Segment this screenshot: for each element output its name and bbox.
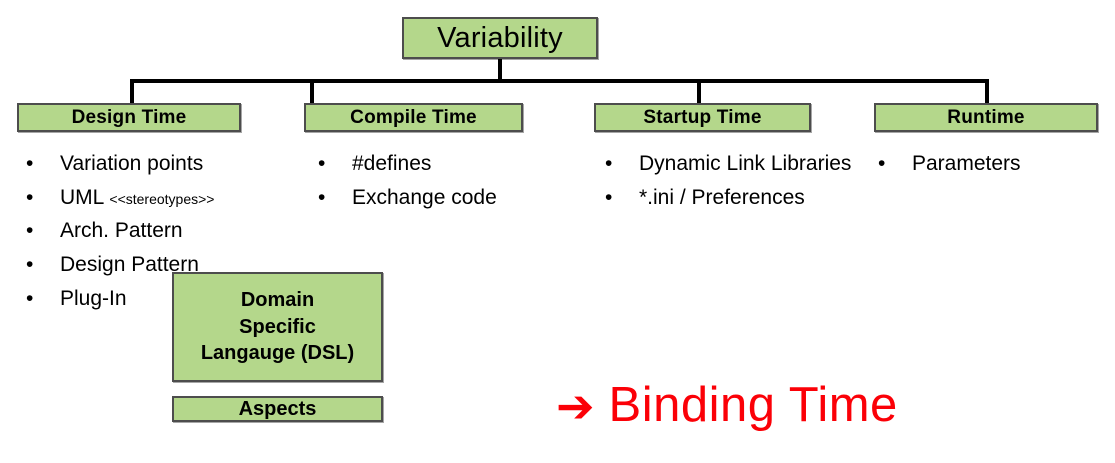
bullet-list-startup-time: • Dynamic Link Libraries • *.ini / Prefe… — [605, 150, 855, 217]
bullet-dot-icon: • — [26, 152, 34, 175]
list-item-label: Dynamic Link Libraries — [639, 152, 852, 175]
connector-root-stem — [498, 59, 502, 81]
node-variability: Variability — [402, 17, 598, 59]
list-item: • Parameters — [878, 150, 1098, 178]
bullet-list-design-time: • Variation points • UML <<stereotypes>>… — [26, 150, 296, 319]
node-aspects: Aspects — [172, 396, 383, 422]
bullet-dot-icon: • — [26, 286, 34, 310]
bullet-dot-icon: • — [26, 219, 34, 243]
node-compile-time: Compile Time — [304, 103, 523, 132]
list-item: • Dynamic Link Libraries — [605, 150, 855, 178]
node-runtime: Runtime — [874, 103, 1098, 132]
binding-time-callout: ➔ Binding Time — [556, 381, 898, 430]
bullet-dot-icon: • — [26, 253, 34, 277]
list-item-label: UML — [60, 185, 110, 209]
connector-drop-design-time — [130, 79, 134, 105]
node-design-time-label: Design Time — [71, 106, 187, 128]
list-item: • Design Pattern — [26, 251, 296, 279]
list-item-label: Arch. Pattern — [60, 219, 183, 243]
list-item: • #defines — [318, 150, 558, 178]
bullet-dot-icon: • — [605, 185, 613, 209]
node-runtime-label: Runtime — [947, 106, 1025, 128]
node-dsl-line-2: Specific — [239, 315, 316, 338]
node-compile-time-label: Compile Time — [350, 106, 477, 128]
list-item-annotation: <<stereotypes>> — [109, 190, 215, 207]
list-item: • UML <<stereotypes>> — [26, 184, 296, 212]
node-design-time: Design Time — [17, 103, 241, 132]
list-item-label: *.ini / Preferences — [639, 185, 805, 209]
right-arrow-icon: ➔ — [556, 379, 595, 432]
list-item-label: #defines — [352, 152, 432, 175]
connector-drop-runtime — [985, 79, 989, 105]
bullet-dot-icon: • — [878, 152, 886, 175]
list-item: • Plug-In — [26, 285, 296, 313]
list-item: • Variation points — [26, 150, 296, 178]
list-item: • Exchange code — [318, 184, 558, 212]
node-aspects-label: Aspects — [238, 397, 317, 420]
list-item-label: Parameters — [912, 152, 1021, 175]
node-dsl-line-1: Domain — [240, 289, 315, 312]
bullet-list-runtime: • Parameters — [878, 150, 1098, 184]
node-startup-time: Startup Time — [594, 103, 811, 132]
node-startup-time-label: Startup Time — [643, 106, 762, 128]
bullet-dot-icon: • — [26, 185, 34, 209]
list-item: • *.ini / Preferences — [605, 184, 855, 212]
bullet-list-compile-time: • #defines • Exchange code — [318, 150, 558, 217]
connector-drop-startup-time — [697, 79, 701, 105]
connector-drop-compile-time — [310, 79, 314, 105]
bullet-dot-icon: • — [605, 152, 613, 175]
list-item-label: Variation points — [60, 152, 204, 175]
list-item-label: Exchange code — [352, 185, 497, 209]
node-domain-specific-language: Domain Specific Langauge (DSL) — [172, 272, 383, 382]
node-dsl-line-3: Langauge (DSL) — [200, 342, 355, 365]
binding-time-label: Binding Time — [608, 378, 898, 432]
list-item-label: Design Pattern — [60, 253, 199, 277]
list-item: • Arch. Pattern — [26, 217, 296, 245]
bullet-dot-icon: • — [318, 152, 326, 175]
bullet-dot-icon: • — [318, 185, 326, 209]
list-item-label: Plug-In — [60, 286, 127, 310]
connector-horizontal-bus — [130, 79, 989, 83]
node-variability-label: Variability — [437, 21, 563, 54]
